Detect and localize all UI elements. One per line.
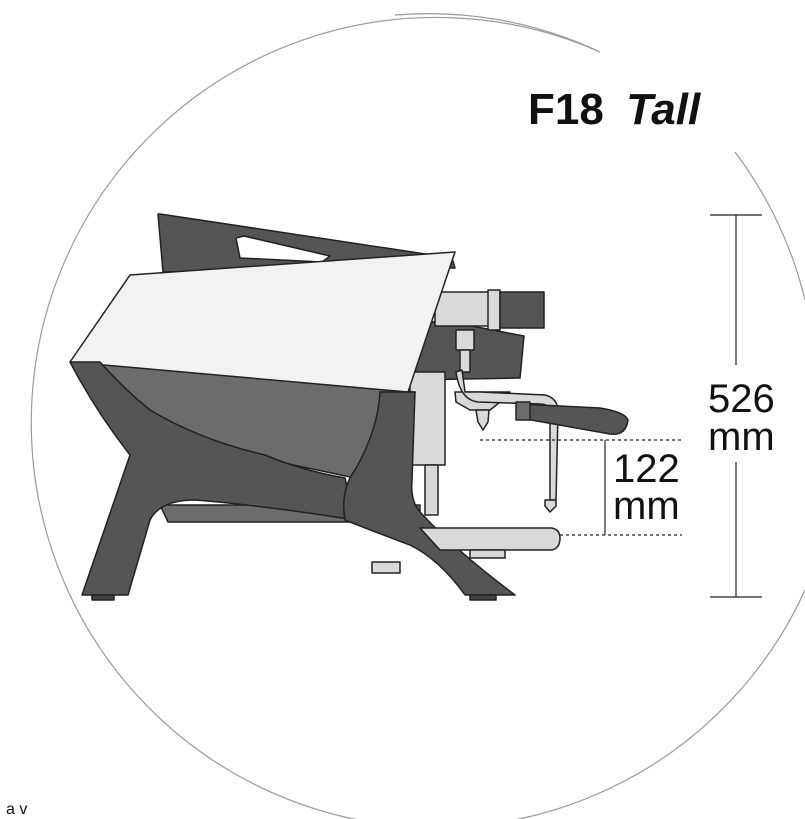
rear-leg xyxy=(343,391,516,596)
foot-left xyxy=(91,594,115,601)
back-handle-slot xyxy=(235,235,331,263)
top-panel xyxy=(69,251,456,393)
frame-circle-right-arc xyxy=(734,151,805,301)
frame-circle-upper-arc xyxy=(394,13,601,53)
steam-pipe xyxy=(455,369,559,501)
cup-clearance-unit: mm xyxy=(613,484,680,528)
drip-tray xyxy=(419,527,561,551)
model-title: F18 Tall xyxy=(528,85,701,134)
group-head xyxy=(455,329,475,351)
espresso-machine xyxy=(69,213,629,601)
total-height-dimension xyxy=(710,214,762,598)
column-stem xyxy=(424,464,439,516)
support-column xyxy=(409,371,446,466)
boiler-cap xyxy=(487,289,501,331)
steam-wand-tip xyxy=(544,499,557,513)
portafilter-collar xyxy=(515,401,531,421)
portafilter-handle xyxy=(519,403,629,435)
model-variant: Tall xyxy=(626,85,701,134)
total-height-value: 526 xyxy=(708,377,775,421)
cup-clearance-dimension xyxy=(480,439,682,536)
drip-tray-support xyxy=(469,549,506,559)
frame-circle xyxy=(30,16,805,819)
rear-box xyxy=(499,291,545,329)
portafilter-spout xyxy=(475,409,490,431)
foot-right xyxy=(469,594,497,601)
drip-tray-front xyxy=(371,561,401,574)
group-head-neck xyxy=(459,349,471,373)
cup-clearance-value: 122 xyxy=(613,447,680,491)
footer-caption: a v xyxy=(6,801,28,818)
model-name: F18 xyxy=(528,85,604,134)
total-height-unit: mm xyxy=(708,415,775,459)
